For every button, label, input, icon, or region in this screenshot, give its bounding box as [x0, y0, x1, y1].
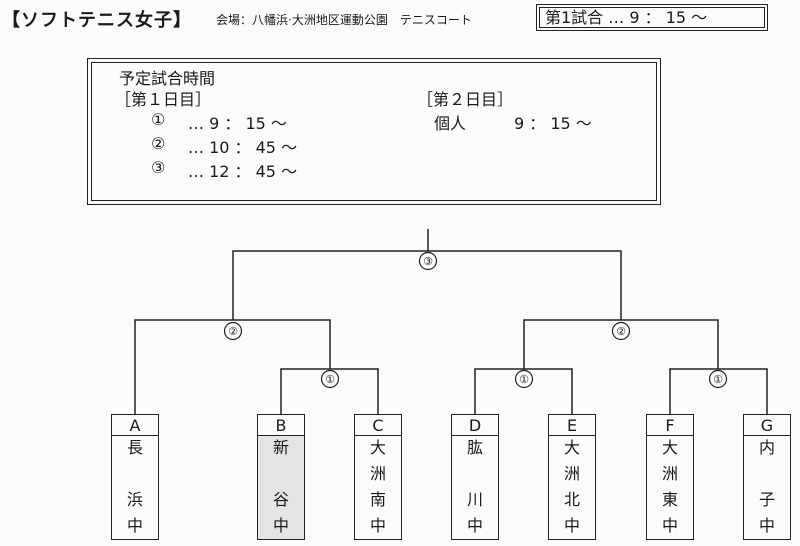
day2-time: 9 ： 15 ～	[514, 114, 592, 133]
team-name-char: 洲	[369, 464, 386, 483]
team-box-d: D 肱 川 中	[451, 414, 499, 540]
team-letter: E	[549, 415, 595, 436]
day1-row-3-number: ③	[151, 158, 166, 177]
team-name-char: 中	[563, 516, 580, 535]
team-letter: F	[647, 415, 693, 436]
team-letter: A	[112, 415, 158, 436]
day1-row-2-number: ②	[151, 134, 166, 153]
day1-row-1-number: ①	[151, 110, 166, 129]
bracket-qf-bc-line	[280, 368, 379, 414]
team-name: 大 洲 北 中	[549, 436, 595, 539]
team-box-a: A 長 浜 中	[111, 414, 159, 540]
first-round-bc-match-label: ①	[325, 373, 335, 386]
team-name-char: 浜	[126, 490, 143, 509]
team-name: 長 浜 中	[112, 436, 158, 539]
team-name: 新 谷 中	[258, 436, 304, 539]
day1-label: ［第１日目］	[115, 90, 212, 109]
day1-row-3-time: … 12 ： 45 ～	[188, 162, 298, 181]
team-name-char: 東	[661, 490, 678, 509]
venue-text: 会場：八幡浜·大洲地区運動公園 テニスコート	[216, 13, 472, 27]
team-name-char: 内	[758, 438, 775, 457]
bracket-qf-fg-line	[669, 368, 768, 414]
team-name-char: 谷	[272, 490, 289, 509]
team-name-char: 中	[369, 516, 386, 535]
schedule-box: 予定試合時間 ［第１日目］ ① … 9 ： 15 ～ ② … 10 ： 45 ～…	[87, 58, 661, 205]
bracket-semi-left-line	[134, 319, 331, 414]
team-name-char: 肱	[466, 438, 483, 457]
day1-row-1-time: … 9 ： 15 ～	[188, 114, 287, 133]
team-name: 大 洲 南 中	[355, 436, 401, 539]
team-name-char: 長	[126, 438, 143, 457]
team-name-char: 大	[661, 438, 678, 457]
team-name-char: 洲	[661, 464, 678, 483]
first-round-de-match-label: ①	[519, 373, 529, 386]
team-name-char: 大	[563, 438, 580, 457]
team-name-char: 新	[272, 438, 289, 457]
day2-event: 個人	[434, 114, 467, 133]
team-name-char: 洲	[563, 464, 580, 483]
team-name-char: 中	[758, 516, 775, 535]
team-letter: C	[355, 415, 401, 436]
team-name-char: 大	[369, 438, 386, 457]
team-box-f: F 大 洲 東 中	[646, 414, 694, 540]
team-name: 肱 川 中	[452, 436, 498, 539]
team-name-char: 北	[563, 490, 580, 509]
bracket-qf-de-line	[474, 368, 573, 414]
team-name-char: 中	[661, 516, 678, 535]
first-match-time: 第1試合 … 9 ： 15 ～	[539, 7, 765, 28]
team-box-g: G 内 子 中	[743, 414, 791, 540]
day2-label: ［第２日目］	[417, 90, 514, 109]
team-name-char: 中	[272, 516, 289, 535]
team-name-char: 川	[466, 490, 483, 509]
team-box-b: B 新 谷 中	[257, 414, 305, 540]
semifinal-left-match-label: ②	[228, 325, 238, 338]
team-box-e: E 大 洲 北 中	[548, 414, 596, 540]
team-letter: B	[258, 415, 304, 436]
first-match-time-box: 第1試合 … 9 ： 15 ～	[536, 4, 768, 31]
team-box-c: C 大 洲 南 中	[354, 414, 402, 540]
team-name: 内 子 中	[744, 436, 790, 539]
team-name-char: 子	[758, 490, 775, 509]
team-letter: G	[744, 415, 790, 436]
team-name-char: 南	[369, 490, 386, 509]
bracket-final-line	[232, 250, 622, 320]
team-letter: D	[452, 415, 498, 436]
bracket-semi-right-line	[523, 319, 719, 369]
semifinal-right-match-label: ②	[616, 325, 626, 338]
team-name: 大 洲 東 中	[647, 436, 693, 539]
first-round-fg-match-label: ①	[713, 373, 723, 386]
team-name-char: 中	[126, 516, 143, 535]
page-title: 【ソフトテニス女子】	[2, 10, 192, 31]
final-match-label: ③	[423, 255, 433, 268]
team-name-char: 中	[466, 516, 483, 535]
schedule-heading: 予定試合時間	[119, 69, 216, 88]
day1-row-2-time: … 10 ： 45 ～	[188, 138, 298, 157]
